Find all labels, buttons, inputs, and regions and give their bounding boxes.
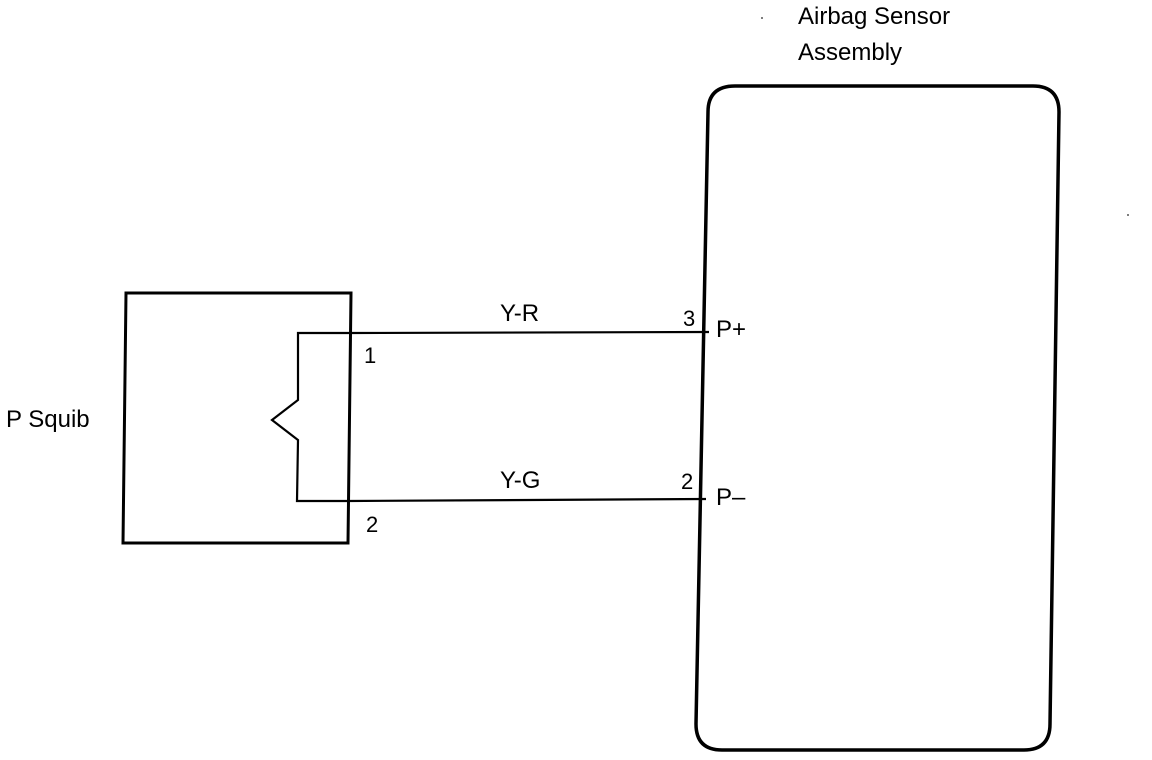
sensor-pin-2-number: 2: [681, 469, 694, 494]
squib-terminal-1: 1: [364, 343, 377, 368]
airbag-sensor-assembly-box: [694, 84, 1061, 752]
scan-speck: [761, 17, 763, 19]
sensor-pin-3-number: 3: [683, 306, 696, 331]
p-squib-label: P Squib: [6, 406, 90, 433]
wire-y-g: [347, 497, 707, 503]
wire-y-r-label: Y-R: [500, 300, 540, 327]
wire-y-r: [350, 330, 710, 335]
wire-y-g-label: Y-G: [500, 467, 541, 494]
squib-terminal-2: 2: [366, 512, 379, 537]
sensor-pin-p-plus: P+: [716, 316, 747, 343]
sensor-pin-p-minus: P–: [716, 484, 746, 511]
squib-igniter-element: [270, 331, 351, 503]
sensor-title-line2: Assembly: [798, 39, 903, 66]
scan-speck: [1127, 214, 1129, 216]
sensor-title-line1: Airbag Sensor: [798, 3, 951, 30]
p-squib-box: [121, 291, 353, 545]
